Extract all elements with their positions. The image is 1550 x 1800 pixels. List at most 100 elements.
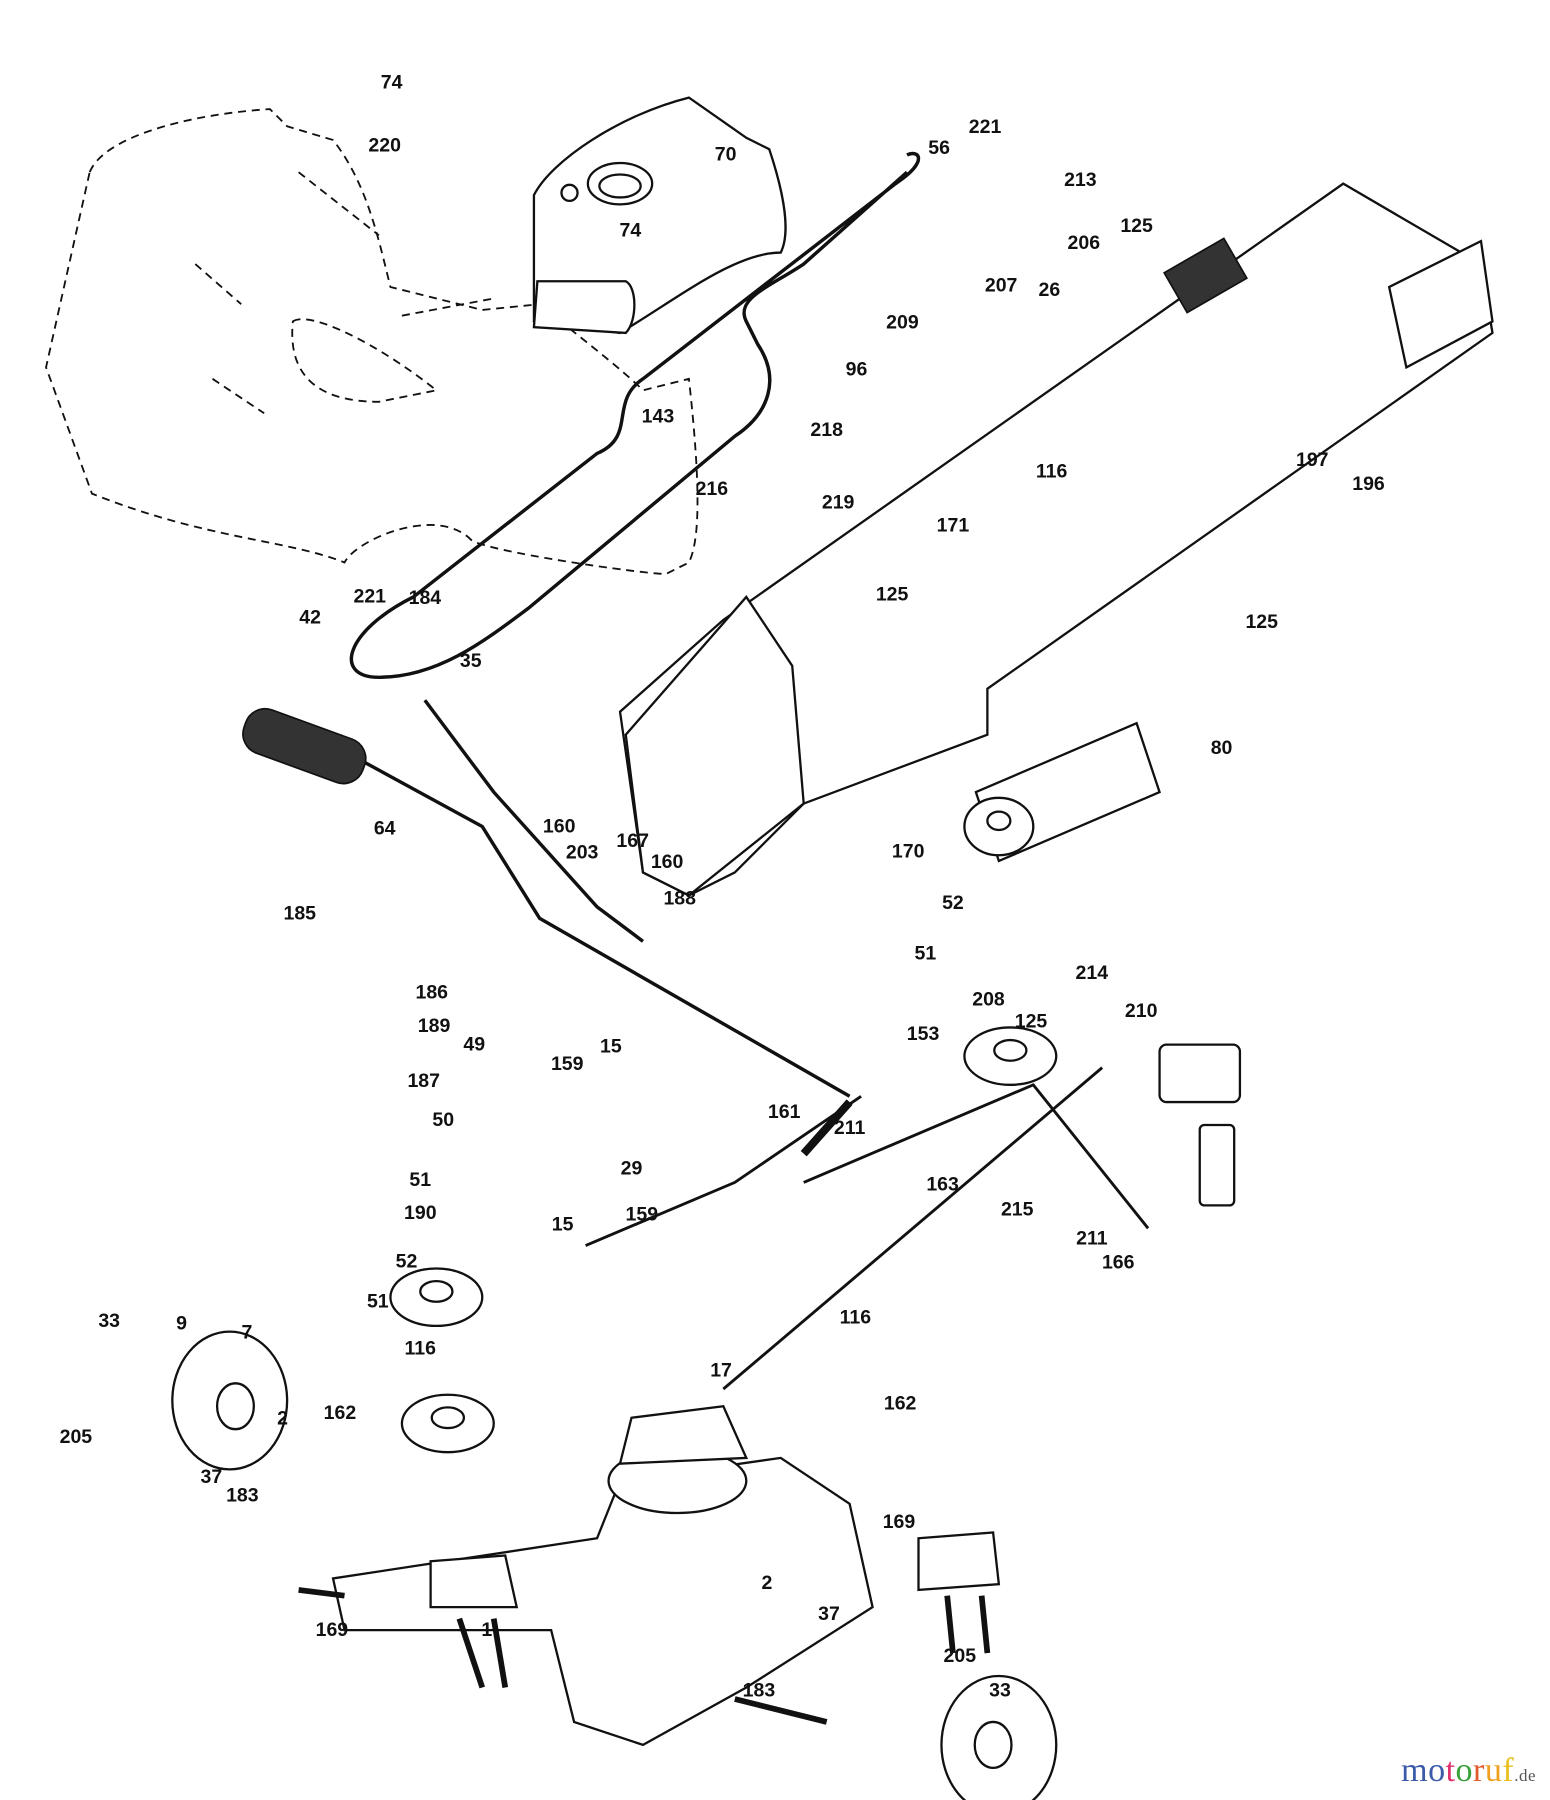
- callout-160: 160: [651, 851, 684, 873]
- callout-96: 96: [846, 358, 868, 380]
- callout-116: 116: [405, 1338, 437, 1360]
- callout-214: 214: [1076, 962, 1109, 984]
- watermark-tld: .de: [1514, 1766, 1536, 1785]
- callout-52: 52: [396, 1250, 418, 1272]
- callout-216: 216: [696, 478, 729, 500]
- callout-203: 203: [566, 842, 599, 864]
- callout-74: 74: [381, 71, 403, 93]
- callout-159: 159: [626, 1203, 659, 1225]
- callout-188: 188: [663, 888, 696, 910]
- callout-159: 159: [551, 1053, 584, 1075]
- callout-7: 7: [242, 1322, 253, 1344]
- callout-161: 161: [768, 1101, 801, 1123]
- callout-29: 29: [621, 1157, 643, 1179]
- callout-183: 183: [226, 1485, 259, 1507]
- callout-160: 160: [543, 815, 576, 837]
- pedal-pad: [1158, 1043, 1242, 1104]
- callout-208: 208: [972, 989, 1005, 1011]
- callout-218: 218: [810, 419, 843, 441]
- callout-207: 207: [985, 275, 1018, 297]
- callout-49: 49: [463, 1033, 485, 1055]
- callout-221: 221: [353, 586, 386, 608]
- callout-33: 33: [989, 1680, 1011, 1702]
- callout-163: 163: [926, 1173, 959, 1195]
- callout-125: 125: [1120, 215, 1153, 237]
- callout-51: 51: [915, 943, 937, 965]
- callout-171: 171: [937, 515, 970, 537]
- callout-167: 167: [616, 830, 649, 852]
- callout-9: 9: [176, 1312, 187, 1334]
- callout-221: 221: [969, 116, 1002, 138]
- callout-197: 197: [1296, 449, 1329, 471]
- hand-grip: [242, 707, 367, 785]
- callout-42: 42: [299, 606, 321, 628]
- callout-116: 116: [840, 1307, 872, 1329]
- callout-211: 211: [834, 1117, 866, 1139]
- callout-206: 206: [1068, 232, 1101, 254]
- callout-33: 33: [98, 1310, 120, 1332]
- callout-169: 169: [883, 1511, 916, 1533]
- callout-51: 51: [367, 1291, 389, 1313]
- watermark-letter: u: [1484, 1752, 1503, 1789]
- callout-51: 51: [409, 1169, 431, 1191]
- callout-143: 143: [642, 405, 675, 427]
- callout-169: 169: [316, 1619, 349, 1641]
- callout-183: 183: [743, 1680, 776, 1702]
- callout-125: 125: [1015, 1010, 1048, 1032]
- callout-162: 162: [884, 1393, 917, 1415]
- callout-1: 1: [481, 1619, 492, 1641]
- callout-205: 205: [60, 1426, 93, 1448]
- watermark-letter: t: [1445, 1752, 1456, 1789]
- callout-153: 153: [907, 1023, 940, 1045]
- callout-213: 213: [1064, 169, 1097, 191]
- watermark-letter: f: [1502, 1752, 1515, 1789]
- callout-125: 125: [876, 583, 909, 605]
- callout-50: 50: [432, 1109, 454, 1131]
- fuel-tank: [532, 96, 787, 335]
- callout-37: 37: [201, 1466, 223, 1488]
- callout-35: 35: [460, 650, 482, 672]
- callout-80: 80: [1211, 737, 1233, 759]
- transaxle: [298, 1405, 874, 1747]
- callout-186: 186: [415, 982, 448, 1004]
- callout-56: 56: [928, 137, 950, 159]
- callout-70: 70: [715, 144, 737, 166]
- callout-211: 211: [1076, 1227, 1108, 1249]
- callout-166: 166: [1102, 1251, 1135, 1273]
- callout-2: 2: [277, 1408, 288, 1430]
- callout-184: 184: [409, 587, 442, 609]
- callout-196: 196: [1352, 473, 1385, 495]
- callout-170: 170: [892, 841, 925, 863]
- callout-37: 37: [818, 1603, 840, 1625]
- watermark-letter: r: [1473, 1752, 1485, 1789]
- callout-116: 116: [1036, 461, 1068, 483]
- callout-74: 74: [620, 219, 642, 241]
- drive-belt: [349, 151, 921, 680]
- callout-15: 15: [600, 1036, 622, 1058]
- watermark-letter: m: [1401, 1752, 1429, 1789]
- idler-pulleys: [389, 796, 1058, 1454]
- control-linkage: [242, 699, 1242, 1391]
- callout-17: 17: [710, 1359, 732, 1381]
- callout-220: 220: [368, 135, 401, 157]
- tractor-frame: [618, 182, 1494, 897]
- callout-205: 205: [944, 1645, 977, 1667]
- watermark-logo: motoruf.de: [1401, 1752, 1536, 1790]
- callout-162: 162: [324, 1402, 357, 1424]
- callout-15: 15: [552, 1214, 574, 1236]
- callout-209: 209: [886, 311, 919, 333]
- callout-2: 2: [762, 1572, 773, 1594]
- wheel-hubs: [171, 1330, 1058, 1800]
- callout-64: 64: [374, 818, 396, 840]
- callout-26: 26: [1039, 279, 1061, 301]
- callout-125: 125: [1245, 611, 1278, 633]
- callout-52: 52: [942, 892, 964, 914]
- callout-187: 187: [407, 1070, 440, 1092]
- hood-outline-dashed: [45, 108, 699, 575]
- callout-189: 189: [418, 1015, 451, 1037]
- callout-210: 210: [1125, 1000, 1158, 1022]
- watermark-letter: o: [1455, 1752, 1474, 1789]
- watermark-letter: o: [1428, 1752, 1446, 1789]
